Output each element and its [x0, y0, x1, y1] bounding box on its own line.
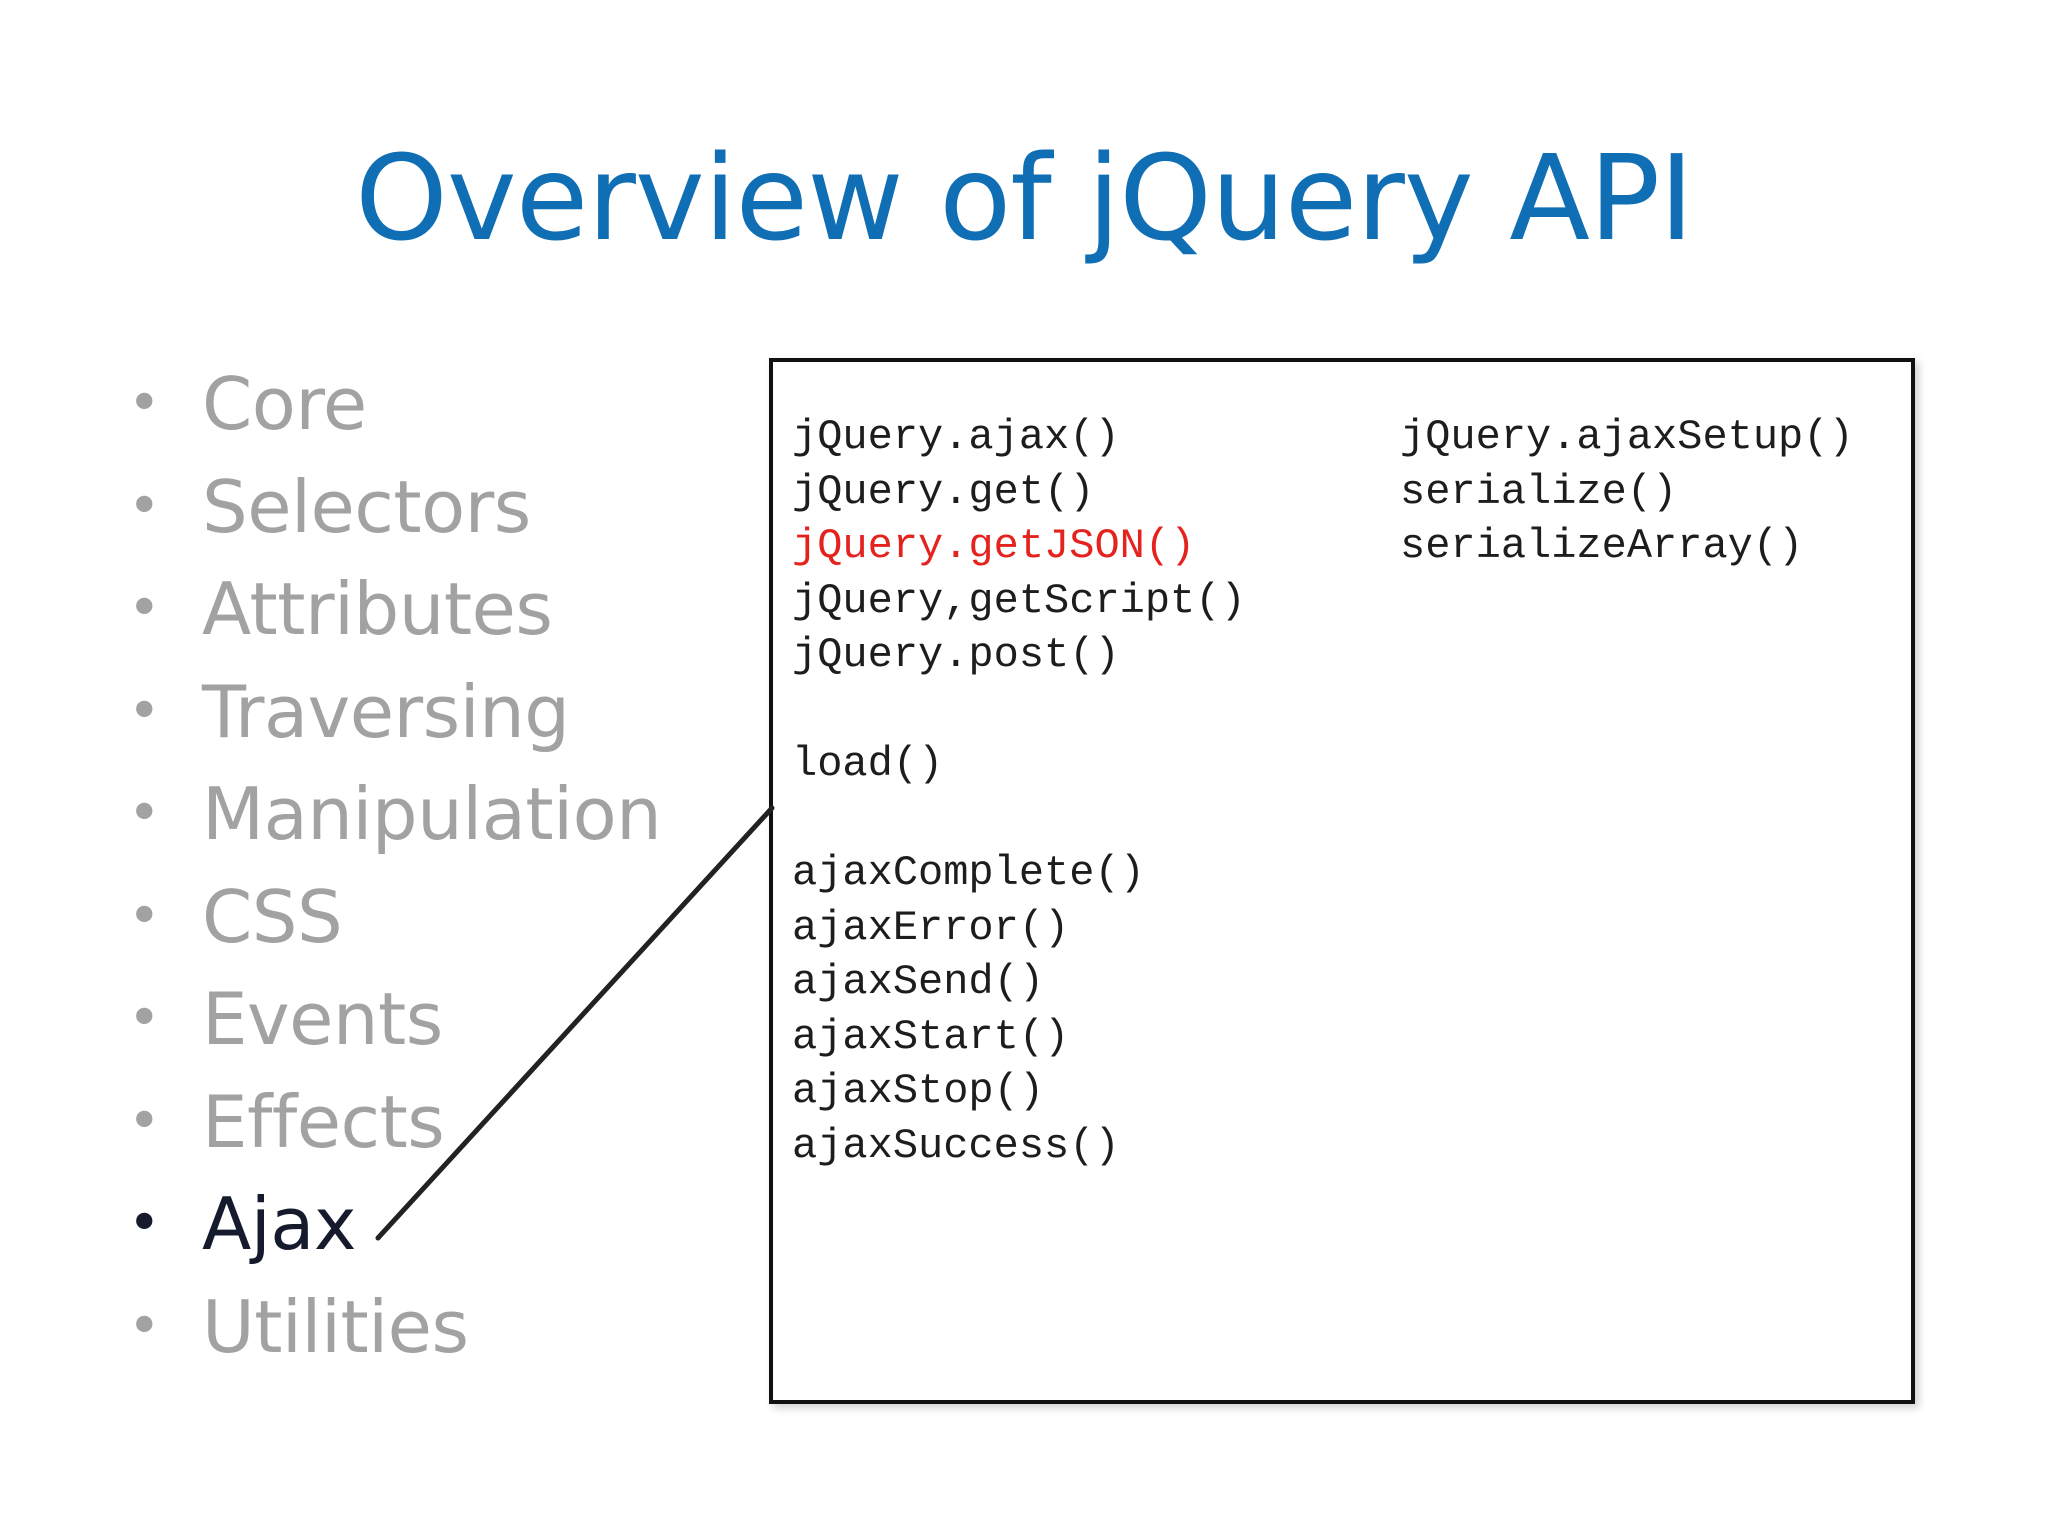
- bullet-icon: •: [127, 1191, 161, 1256]
- topic-label: Utilities: [202, 1284, 469, 1369]
- code-line-serialize: serialize(): [1400, 467, 1678, 516]
- topic-label: Selectors: [202, 464, 531, 549]
- topic-attributes: • Attributes: [124, 558, 661, 661]
- code-line-ajax-start: ajaxStart(): [792, 1012, 1070, 1061]
- topic-css: • CSS: [124, 866, 661, 969]
- bullet-icon: •: [127, 1088, 161, 1154]
- ajax-method-list-left: jQuery.ajax() jQuery.get() jQuery.getJSO…: [792, 410, 1246, 1173]
- ajax-api-code-box: jQuery.ajax() jQuery.get() jQuery.getJSO…: [769, 358, 1915, 1404]
- code-line-post: jQuery.post(): [792, 631, 1120, 679]
- bullet-icon: •: [127, 986, 161, 1051]
- code-line-serialize-array: serializeArray(): [1400, 522, 1804, 570]
- topic-selectors: • Selectors: [124, 456, 661, 559]
- topic-label: Manipulation: [202, 772, 662, 856]
- topic-label: CSS: [202, 874, 343, 959]
- code-line-get: jQuery.get(): [792, 467, 1095, 516]
- topic-ajax: • Ajax: [124, 1173, 661, 1276]
- bullet-icon: •: [127, 781, 161, 846]
- code-line-getscript: jQuery,getScript(): [792, 576, 1246, 625]
- code-line-ajax-success: ajaxSuccess(): [792, 1121, 1120, 1170]
- code-spacer: [792, 683, 1246, 738]
- code-line-ajax-complete: ajaxComplete(): [792, 849, 1145, 897]
- api-topic-list: • Core • Selectors • Attributes • Traver…: [124, 353, 662, 1379]
- slide-title: Overview of jQuery API: [355, 129, 1694, 267]
- topic-traversing: • Traversing: [124, 661, 661, 764]
- code-line-ajax-setup: jQuery.ajaxSetup(): [1400, 413, 1854, 461]
- code-line-ajax-stop: ajaxStop(): [792, 1067, 1045, 1115]
- topic-manipulation: • Manipulation: [124, 763, 662, 866]
- bullet-icon: •: [127, 371, 161, 436]
- code-line-getjson-highlighted: jQuery.getJSON(): [792, 522, 1196, 570]
- topic-label: Effects: [202, 1079, 445, 1164]
- code-line-ajax-error: ajaxError(): [792, 903, 1070, 952]
- bullet-icon: •: [127, 1293, 161, 1359]
- topic-label: Traversing: [202, 669, 570, 754]
- topic-core: • Core: [124, 353, 661, 456]
- bullet-icon: •: [127, 576, 161, 641]
- topic-utilities: • Utilities: [124, 1276, 661, 1379]
- topic-label: Core: [202, 362, 367, 446]
- code-spacer: [792, 792, 1246, 847]
- code-line-ajax-send: ajaxSend(): [792, 958, 1045, 1006]
- topic-label: Ajax: [202, 1182, 357, 1266]
- topic-label: Attributes: [202, 567, 553, 651]
- topic-effects: • Effects: [124, 1071, 661, 1174]
- topic-events: • Events: [124, 968, 661, 1071]
- bullet-icon: •: [127, 473, 161, 539]
- bullet-icon: •: [127, 883, 161, 949]
- ajax-method-list-right: jQuery.ajaxSetup() serialize() serialize…: [1400, 410, 1854, 574]
- code-line-ajax: jQuery.ajax(): [792, 413, 1120, 461]
- bullet-icon: •: [127, 678, 161, 744]
- topic-label: Events: [202, 977, 443, 1061]
- code-line-load: load(): [792, 740, 944, 788]
